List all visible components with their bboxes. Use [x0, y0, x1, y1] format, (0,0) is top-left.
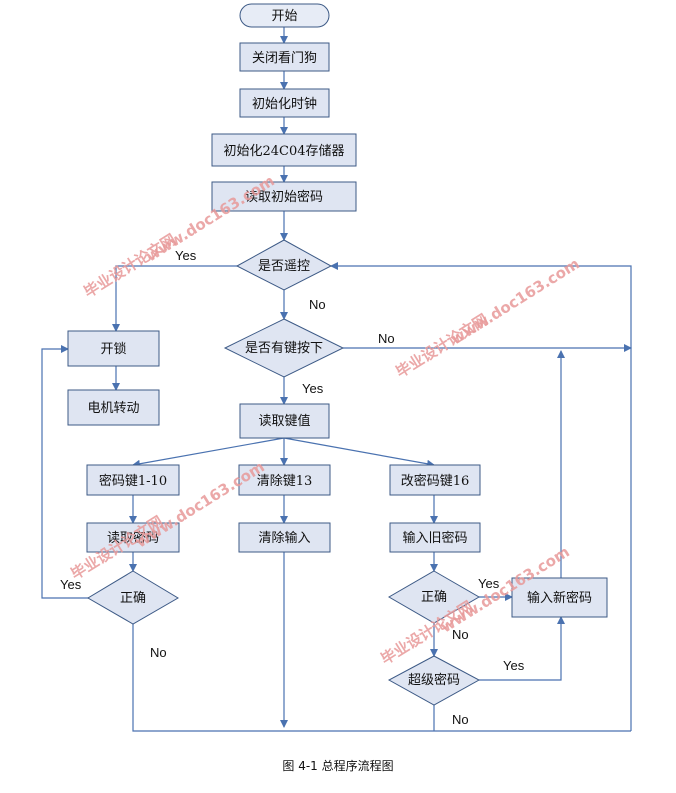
edge-loop-back-remote — [330, 262, 632, 731]
label-remote-no: No — [309, 297, 326, 312]
node-correct-right-label: 正确 — [421, 590, 447, 605]
watermark-site-url-1: www.doc163.com — [143, 172, 278, 266]
node-enter-new-password-label: 输入新密码 — [527, 590, 592, 606]
node-close-watchdog: 关闭看门狗 — [239, 42, 330, 72]
node-is-remote-label: 是否遥控 — [258, 259, 310, 274]
edge-readkey-pwkeys — [132, 437, 285, 468]
node-init-clock-label: 初始化时钟 — [252, 96, 317, 112]
node-read-password-label: 读取密码 — [107, 530, 159, 546]
connectors — [41, 27, 632, 732]
node-unlock-label: 开锁 — [100, 341, 126, 357]
node-correct-left-label: 正确 — [120, 591, 146, 606]
node-is-remote: 是否遥控 — [235, 239, 333, 291]
edge-remote-yes-unlock — [112, 265, 240, 332]
node-correct-left: 正确 — [87, 570, 179, 625]
node-read-password: 读取密码 — [86, 522, 180, 553]
node-password-keys-label: 密码键1-10 — [99, 473, 167, 489]
label-key-no: No — [378, 331, 395, 346]
label-right-correct-no: No — [452, 627, 469, 642]
node-init-24c04: 初始化24C04存储器 — [211, 133, 357, 167]
node-clear-input-label: 清除输入 — [258, 530, 310, 546]
label-left-correct-no: No — [150, 645, 167, 660]
watermark-site-url-2: www.doc163.com — [448, 255, 583, 349]
label-left-correct-yes: Yes — [60, 577, 82, 592]
label-key-yes: Yes — [302, 381, 324, 396]
node-close-watchdog-label: 关闭看门狗 — [252, 50, 317, 66]
edge-left-correct-yes-unlock — [41, 345, 89, 599]
node-correct-right: 正确 — [388, 570, 480, 624]
label-right-correct-yes: Yes — [478, 576, 500, 591]
node-motor-rotate: 电机转动 — [67, 389, 160, 426]
node-unlock: 开锁 — [67, 330, 160, 367]
node-super-password: 超级密码 — [387, 655, 481, 706]
node-init-clock: 初始化时钟 — [239, 88, 330, 118]
edge-labels: Yes No No Yes Yes No Yes No Yes No — [60, 248, 525, 727]
node-change-password-key: 改密码键16 — [389, 464, 481, 496]
node-read-key-value: 读取键值 — [239, 403, 330, 439]
node-read-key-value-label: 读取键值 — [258, 413, 310, 429]
node-motor-rotate-label: 电机转动 — [87, 401, 139, 416]
node-key-pressed-label: 是否有键按下 — [245, 341, 323, 356]
node-clear-key: 清除键13 — [238, 464, 331, 496]
label-super-no: No — [452, 712, 469, 727]
edge-super-yes-newpw — [479, 616, 565, 681]
label-super-yes: Yes — [503, 658, 525, 673]
node-enter-new-password: 输入新密码 — [511, 577, 608, 618]
node-enter-old-password-label: 输入旧密码 — [402, 530, 467, 546]
node-password-keys: 密码键1-10 — [86, 464, 180, 496]
node-start-label: 开始 — [271, 9, 297, 24]
figure-caption: 图 4-1 总程序流程图 — [282, 758, 393, 773]
node-read-initial-password-label: 读取初始密码 — [245, 189, 323, 205]
node-read-initial-password: 读取初始密码 — [211, 181, 357, 212]
node-clear-key-label: 清除键13 — [257, 474, 313, 489]
label-remote-yes: Yes — [175, 248, 197, 263]
node-init-24c04-label: 初始化24C04存储器 — [223, 144, 344, 159]
node-key-pressed: 是否有键按下 — [223, 318, 345, 378]
node-enter-old-password: 输入旧密码 — [389, 522, 481, 553]
edge-left-correct-no-bottom — [132, 624, 284, 732]
node-clear-input: 清除输入 — [238, 522, 331, 553]
node-start: 开始 — [239, 3, 330, 28]
edge-readkey-change — [283, 437, 435, 468]
node-change-password-key-label: 改密码键16 — [401, 473, 470, 489]
node-super-password-label: 超级密码 — [408, 672, 460, 688]
